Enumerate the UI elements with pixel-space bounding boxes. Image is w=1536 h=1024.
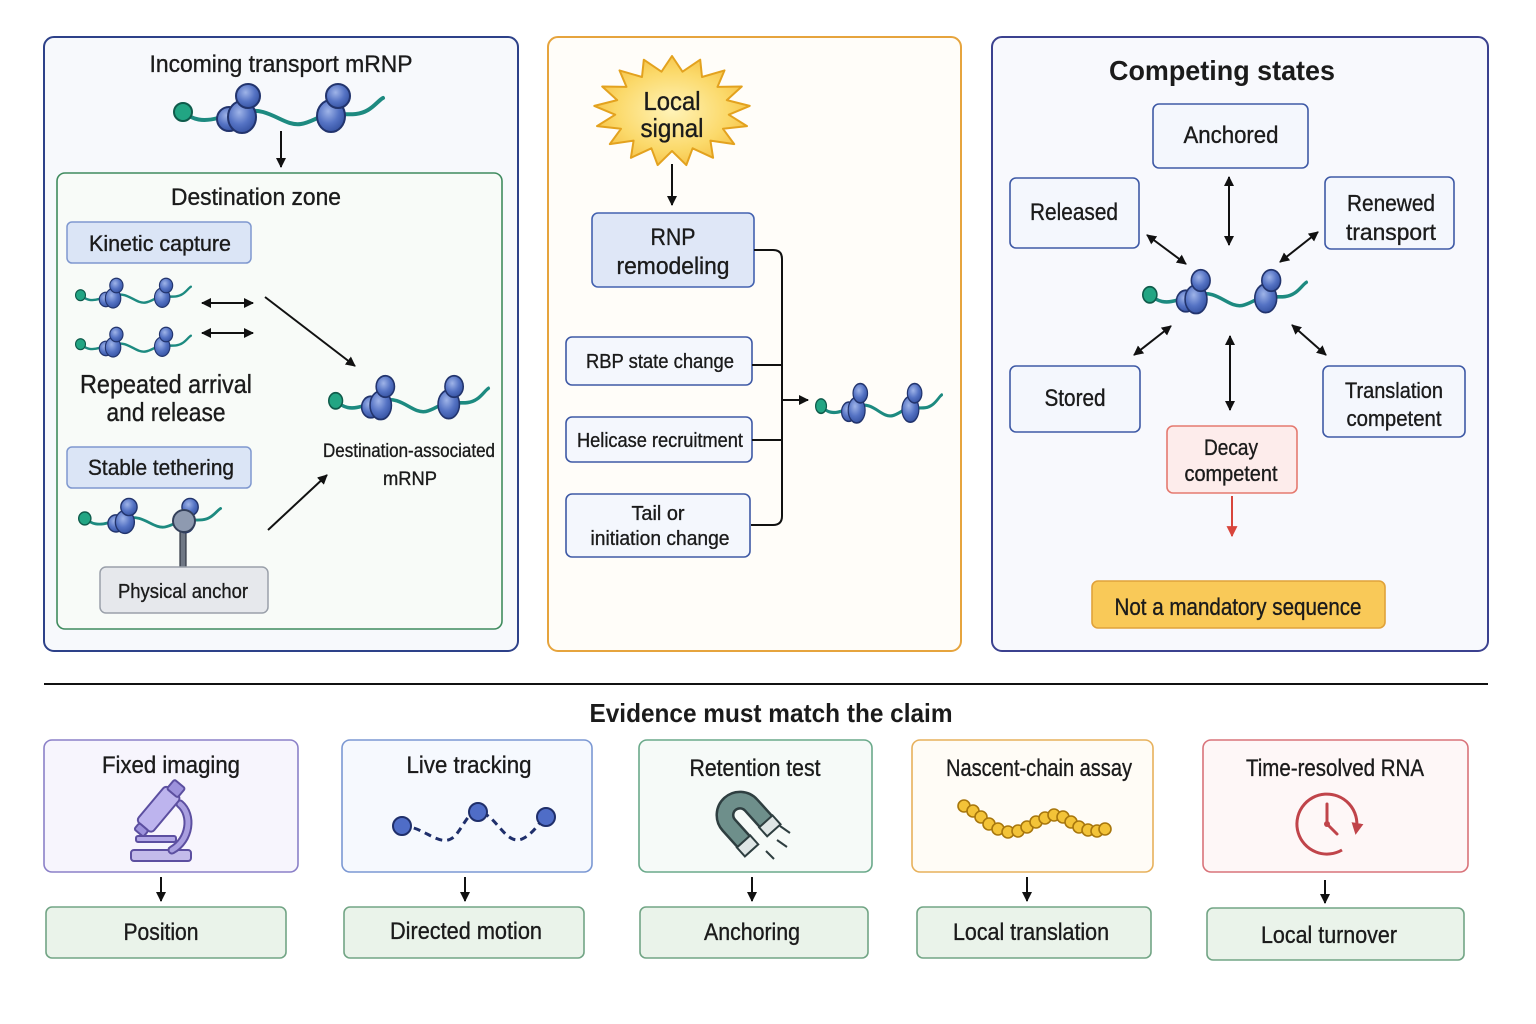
rbp-state-change-label: RBP state change	[586, 351, 734, 373]
claim-box	[1206, 907, 1465, 961]
method-label: Live tracking	[407, 752, 532, 779]
renewed-transport-label: Renewed	[1347, 190, 1435, 216]
released-exchange-arrow	[1146, 234, 1187, 265]
repeated-arrival-label: and release	[107, 397, 226, 427]
rbp-state-change-box	[565, 336, 753, 386]
stable-tethering-box	[66, 446, 252, 489]
evidence-card-nascent-chain: Nascent-chain assay Local translation	[911, 739, 1154, 959]
remodeling-panel: Local signal RNP remodeling RBP state ch…	[547, 36, 962, 652]
translation-competent-label: Translation	[1345, 378, 1443, 403]
rnp-remodeling-label: remodeling	[617, 253, 730, 280]
states-panel: Competing states Anchored Released Renew…	[991, 36, 1489, 652]
convergence-bracket	[751, 249, 783, 526]
claim-box	[45, 906, 287, 959]
claim-box	[639, 906, 869, 959]
decay-competent-label: Decay	[1204, 435, 1258, 460]
claim-label: Position	[124, 919, 199, 946]
transport-panel: Incoming transport mRNP Destination zone…	[43, 36, 519, 652]
decay-competent-label: competent	[1185, 461, 1278, 486]
method-card	[911, 739, 1154, 873]
not-mandatory-note-box	[1091, 580, 1386, 629]
track-path-icon	[392, 802, 556, 842]
decay-competent-box	[1166, 425, 1298, 494]
stable-tethering-label: Stable tethering	[88, 455, 234, 480]
method-label: Nascent-chain assay	[946, 755, 1132, 782]
destination-zone-title: Destination zone	[171, 184, 341, 211]
claim-box	[916, 906, 1152, 959]
translation-exchange-arrow	[1291, 324, 1327, 356]
evidence-card-fixed-imaging: Fixed imaging Position	[43, 739, 299, 959]
anchored-state-label: Anchored	[1184, 122, 1279, 149]
translation-competent-label: competent	[1347, 406, 1442, 431]
helicase-recruitment-label: Helicase recruitment	[577, 430, 743, 452]
kinetic-capture-label: Kinetic capture	[89, 231, 231, 256]
claim-label: Local turnover	[1261, 922, 1397, 949]
capture-arrow	[264, 296, 356, 367]
local-signal-label: Local	[644, 86, 701, 116]
tether-arrow	[267, 474, 328, 531]
clock-icon	[1295, 792, 1364, 856]
stored-state-label: Stored	[1045, 385, 1106, 412]
renewed-transport-label: transport	[1346, 219, 1437, 245]
tail-initiation-label: initiation change	[591, 528, 730, 550]
tail-initiation-label: Tail or	[632, 503, 685, 525]
physical-anchor-box	[99, 566, 269, 614]
evidence-card-time-resolved: Time-resolved RNA Local turnover	[1202, 739, 1469, 961]
renewed-transport-box	[1324, 176, 1455, 250]
signal-starburst	[593, 55, 751, 167]
not-mandatory-note: Not a mandatory sequence	[1115, 594, 1362, 621]
destination-mrnp-label: Destination-associated	[323, 441, 495, 462]
method-label: Retention test	[690, 755, 821, 782]
local-signal-label: signal	[641, 113, 704, 143]
microscope-icon	[130, 779, 193, 862]
released-state-box	[1009, 177, 1140, 249]
released-state-label: Released	[1030, 199, 1118, 226]
anchor-rod	[179, 529, 187, 569]
kinetic-capture-box	[66, 221, 252, 264]
method-card	[1202, 739, 1469, 873]
physical-anchor-label: Physical anchor	[118, 581, 248, 603]
evidence-card-live-tracking: Live tracking Directed motion	[341, 739, 593, 959]
claim-label: Local translation	[953, 919, 1109, 946]
anchor-head	[172, 509, 196, 533]
anchored-state-box	[1152, 103, 1309, 169]
evidence-card-retention-test: Retention test Anchoring	[638, 739, 873, 959]
claim-label: Directed motion	[390, 918, 542, 945]
evidence-title: Evidence must match the claim	[590, 698, 953, 728]
states-panel-title: Competing states	[1109, 55, 1335, 86]
method-card	[341, 739, 593, 873]
renewed-exchange-arrow	[1279, 231, 1319, 263]
translation-competent-box	[1322, 365, 1466, 438]
transport-panel-title: Incoming transport mRNP	[150, 51, 413, 78]
claim-box	[343, 906, 585, 959]
repeated-arrival-label: Repeated arrival	[80, 369, 252, 399]
stored-state-box	[1009, 365, 1141, 433]
magnet-icon	[715, 790, 791, 860]
stored-exchange-arrow	[1133, 325, 1172, 356]
destination-mrnp-label: mRNP	[383, 469, 437, 490]
method-label: Fixed imaging	[102, 752, 240, 779]
method-label: Time-resolved RNA	[1246, 755, 1424, 782]
claim-label: Anchoring	[704, 919, 800, 946]
tail-initiation-box	[565, 493, 751, 558]
bead	[1098, 822, 1112, 836]
rnp-remodeling-label: RNP	[651, 224, 696, 251]
bead-chain-icon	[957, 799, 1112, 839]
